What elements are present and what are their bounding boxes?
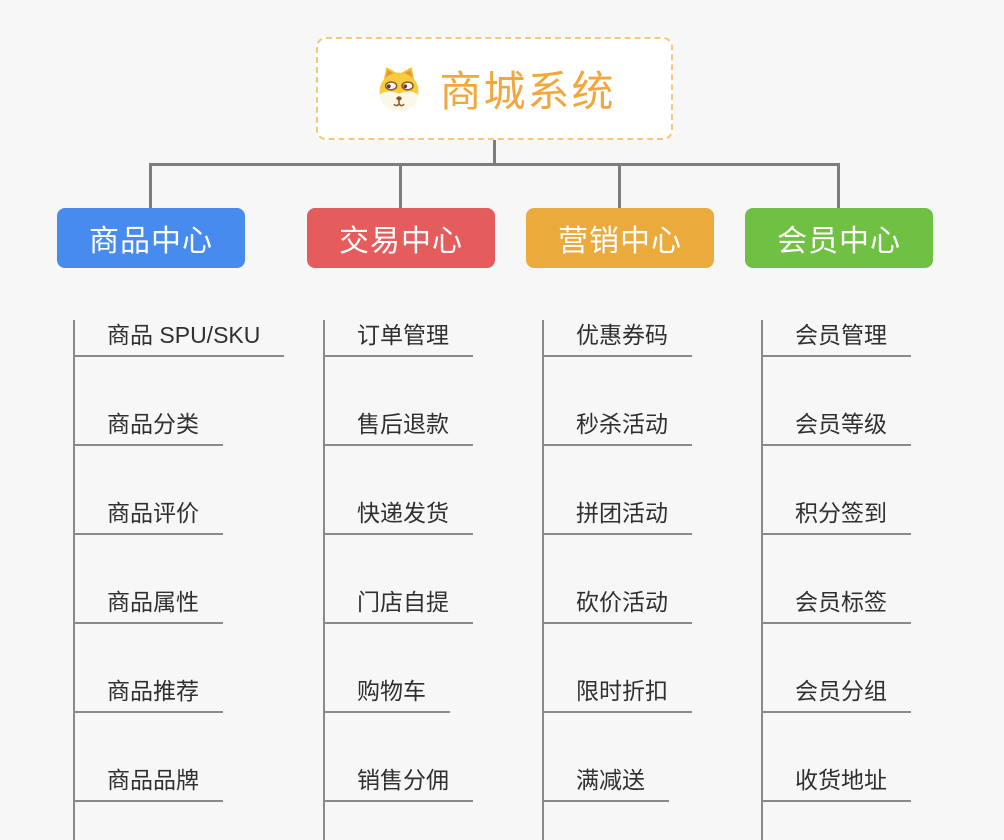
branch-item[interactable]: 购物车 <box>323 676 450 713</box>
branch-item[interactable]: 会员等级 <box>761 409 911 446</box>
connector-trunk <box>323 320 325 840</box>
branch: 商品中心 商品 SPU/SKU 商品分类商品评价商品属性商品推荐商品品牌 <box>57 208 285 840</box>
branch-item[interactable]: 拼团活动 <box>542 498 692 535</box>
branch-item[interactable]: 商品评价 <box>73 498 223 535</box>
branch-head-label: 商品中心 <box>89 225 213 258</box>
branch-item[interactable]: 商品推荐 <box>73 676 223 713</box>
branch-item[interactable]: 满减送 <box>542 765 669 802</box>
branch-item[interactable]: 商品分类 <box>73 409 223 446</box>
branch-item[interactable]: 商品属性 <box>73 587 223 624</box>
branch-item[interactable]: 会员分组 <box>761 676 911 713</box>
branch-item[interactable]: 积分签到 <box>761 498 911 535</box>
branch-items: 商品 SPU/SKU 商品分类商品评价商品属性商品推荐商品品牌 <box>57 320 285 840</box>
branch-item[interactable]: 限时折扣 <box>542 676 692 713</box>
branch: 交易中心 订单管理售后退款快递发货门店自提购物车销售分佣 <box>307 208 495 840</box>
branch-items: 订单管理售后退款快递发货门店自提购物车销售分佣 <box>307 320 495 840</box>
branch-item[interactable]: 快递发货 <box>323 498 473 535</box>
branch-head[interactable]: 营销中心 <box>526 208 714 268</box>
branch-item[interactable]: 会员标签 <box>761 587 911 624</box>
branch: 营销中心 优惠券码秒杀活动拼团活动砍价活动限时折扣满减送 <box>526 208 714 840</box>
connector-trunk <box>761 320 763 840</box>
branch-item[interactable]: 秒杀活动 <box>542 409 692 446</box>
connector-drop-1 <box>149 166 152 208</box>
branch-item[interactable]: 收货地址 <box>761 765 911 802</box>
connector-drop-2 <box>399 166 402 208</box>
root-title: 商城系统 <box>439 68 616 115</box>
branch-head-label: 会员中心 <box>777 225 901 258</box>
branch-head[interactable]: 商品中心 <box>57 208 245 268</box>
branch-head-label: 交易中心 <box>339 225 463 258</box>
branch-head-label: 营销中心 <box>558 225 682 258</box>
connector-trunk <box>73 320 75 840</box>
branch-item[interactable]: 砍价活动 <box>542 587 692 624</box>
branch-item[interactable]: 商品品牌 <box>73 765 223 802</box>
branch-item[interactable]: 销售分佣 <box>323 765 473 802</box>
branch-items: 会员管理会员等级积分签到会员标签会员分组收货地址 <box>745 320 933 840</box>
branch-head[interactable]: 交易中心 <box>307 208 495 268</box>
connector-drop-4 <box>837 166 840 208</box>
branch-item[interactable]: 门店自提 <box>323 587 473 624</box>
connector-horizontal-bar <box>149 163 840 166</box>
branch-item[interactable]: 订单管理 <box>323 320 473 357</box>
connector-trunk <box>542 320 544 840</box>
branch-head[interactable]: 会员中心 <box>745 208 933 268</box>
connector-root-stub <box>493 140 496 164</box>
root-node[interactable]: 商城系统 <box>316 37 673 140</box>
connector-drop-3 <box>618 166 621 208</box>
branch-item[interactable]: 售后退款 <box>323 409 473 446</box>
branch-item[interactable]: 商品 SPU/SKU <box>73 320 285 357</box>
branch-items: 优惠券码秒杀活动拼团活动砍价活动限时折扣满减送 <box>526 320 714 840</box>
branch: 会员中心 会员管理会员等级积分签到会员标签会员分组收货地址 <box>745 208 933 840</box>
branch-item[interactable]: 优惠券码 <box>542 320 692 357</box>
branch-item[interactable]: 会员管理 <box>761 320 911 357</box>
dog-face-icon <box>373 64 425 114</box>
